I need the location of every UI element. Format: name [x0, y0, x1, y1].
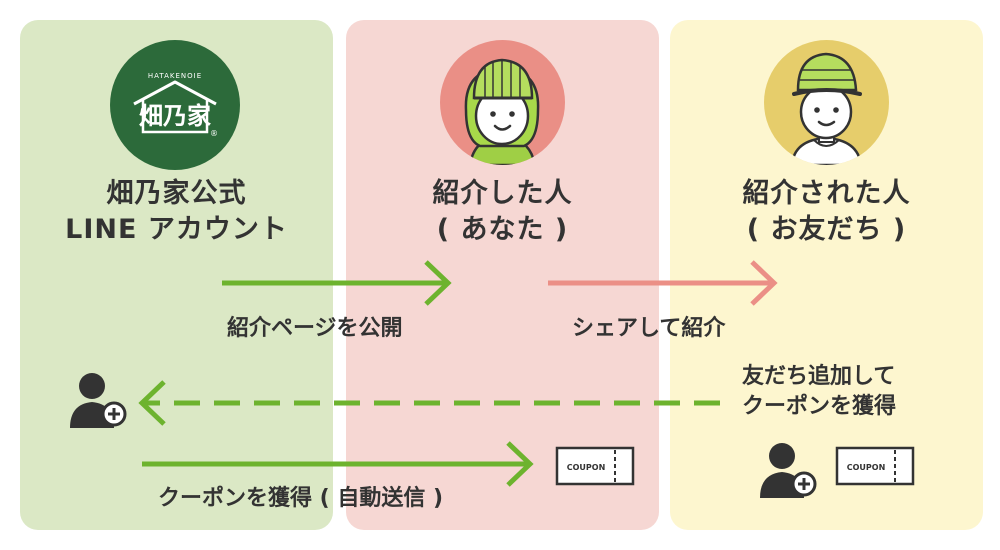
share-label: シェアして紹介: [572, 316, 726, 341]
auto-send-arrow: [142, 441, 534, 487]
friend-title-line2: ( お友だち ): [746, 214, 907, 245]
official-account-title-line2: LINE アカウント: [65, 214, 288, 245]
coupon-text: COUPON: [567, 463, 606, 472]
friend-title-line1: 紹介された人: [742, 178, 911, 209]
share-arrow: [548, 260, 778, 306]
friend-title: 紹介された人 ( お友だち ): [670, 176, 983, 248]
coupon-icon: COUPON: [555, 446, 635, 486]
add-user-icon: [70, 373, 127, 428]
add-friend-dashed-arrow: [138, 380, 720, 426]
official-account-title-line1: 畑乃家公式: [106, 178, 247, 209]
publish-label: 紹介ページを公開: [227, 316, 403, 341]
friend-avatar: [764, 40, 889, 165]
friend-coupon-text: COUPON: [847, 463, 886, 472]
friend-coupon-icon: COUPON: [835, 446, 915, 486]
referrer-title: 紹介した人 ( あなた ): [346, 176, 659, 248]
referrer-title-line2: ( あなた ): [436, 214, 569, 245]
referrer-title-line1: 紹介した人: [432, 178, 573, 209]
auto-send-label: クーポンを獲得 ( 自動送信 ): [158, 486, 444, 511]
publish-arrow: [222, 260, 452, 306]
logo-registered-mark: ®: [210, 129, 218, 138]
logo-small-text: HATAKENOIE: [148, 72, 202, 80]
logo-main-text: 畑乃家: [139, 102, 211, 130]
referrer-avatar: [440, 40, 565, 165]
friend-add-user-icon: [760, 443, 817, 498]
add-friend-label: 友だち追加して クーポンを獲得: [742, 362, 896, 422]
add-friend-label-line2: クーポンを獲得: [742, 394, 897, 419]
add-friend-label-line1: 友だち追加して: [742, 364, 896, 389]
official-account-title: 畑乃家公式 LINE アカウント: [20, 176, 333, 248]
hatakenoie-logo: HATAKENOIE 畑乃家 ®: [110, 40, 240, 170]
